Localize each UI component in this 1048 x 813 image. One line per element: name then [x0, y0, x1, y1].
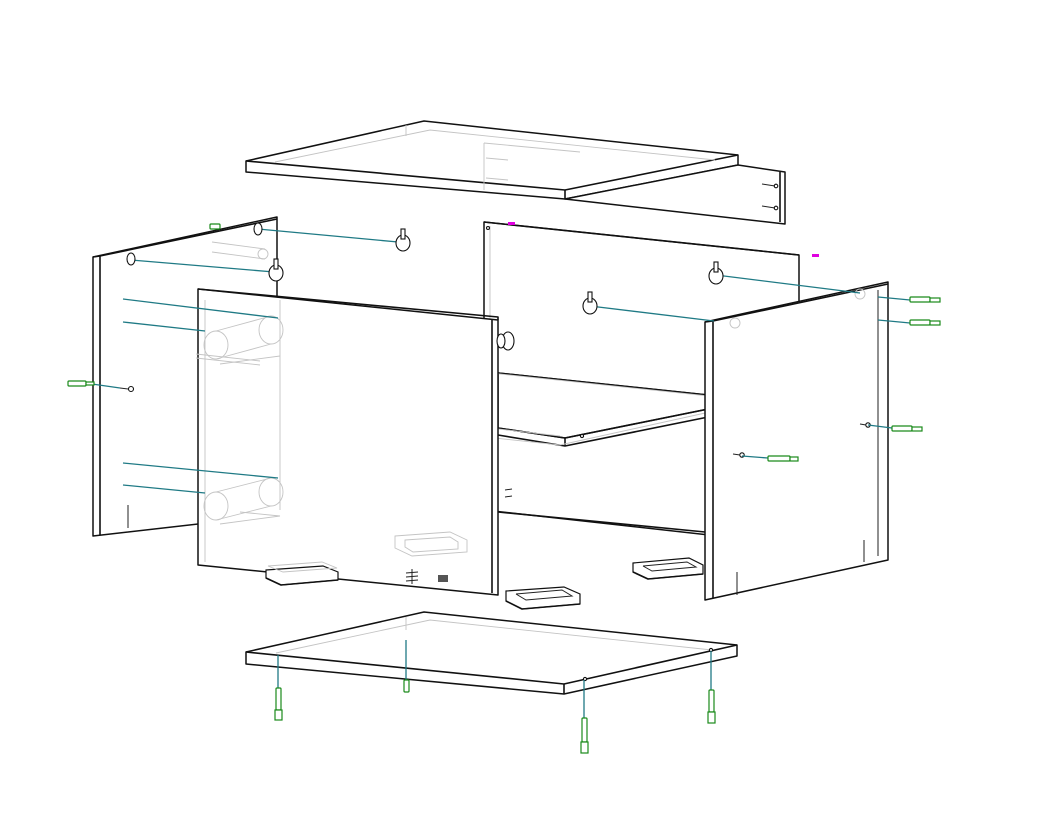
dowel-fastener	[274, 687, 283, 721]
dowel-fastener	[403, 679, 410, 693]
wood-dowel	[195, 353, 281, 517]
dowel-fastener	[707, 689, 716, 724]
top-panel	[245, 120, 739, 200]
bottom-panel	[245, 611, 738, 695]
dowel-fastener	[909, 296, 941, 303]
front-door-panel	[197, 288, 499, 596]
dowel-fastener	[891, 425, 923, 432]
hinge-knob	[496, 331, 515, 351]
leader-lines	[91, 228, 911, 718]
label-symbol-icon	[438, 575, 448, 582]
dowel-fastener	[580, 717, 589, 754]
cam-lock	[708, 261, 724, 285]
dowel-fastener	[67, 380, 95, 387]
cam-lock	[268, 258, 284, 282]
cam-housing	[126, 222, 263, 266]
foot-glide-right	[632, 557, 704, 580]
cam-lock	[582, 291, 598, 315]
foot-glide-center	[505, 586, 581, 610]
back-rail	[564, 164, 786, 225]
cam-lock	[395, 228, 411, 252]
dowel-fastener	[209, 223, 221, 230]
alignment-marker	[812, 254, 819, 257]
stack-symbol-icon	[405, 569, 419, 584]
dowel-fastener	[909, 319, 941, 326]
dowel-fastener	[767, 455, 799, 462]
right-side-panel	[704, 281, 889, 601]
foot-glide-left	[265, 561, 339, 586]
alignment-marker	[508, 222, 515, 225]
